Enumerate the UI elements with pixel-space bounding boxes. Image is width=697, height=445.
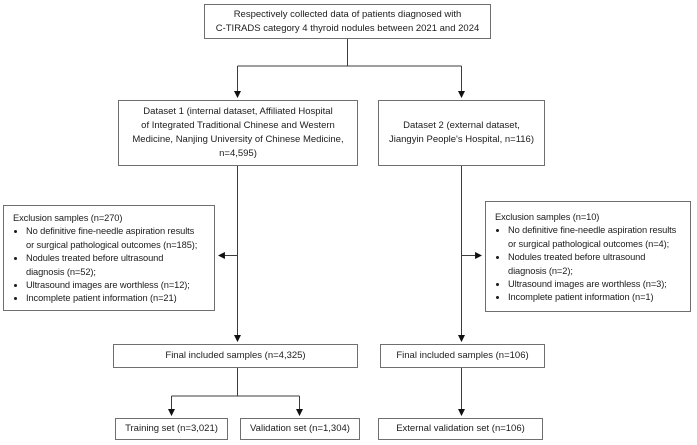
box-dataset1: Dataset 1 (internal dataset, Affiliated …	[118, 100, 358, 166]
exclusion-internal-list: No definitive fine-needle aspiration res…	[13, 225, 210, 305]
external-validation-set-text: External validation set (n=106)	[396, 423, 525, 434]
collected-data-text: Respectively collected data of patients …	[215, 8, 480, 34]
box-training-set: Training set (n=3,021)	[115, 418, 228, 440]
dataset1-text: Dataset 1 (internal dataset, Affiliated …	[132, 106, 344, 159]
exclusion-item: Incomplete patient information (n=21)	[26, 292, 210, 305]
final-external-text: Final included samples (n=106)	[396, 350, 529, 361]
box-exclusion-external: Exclusion samples (n=10) No definitive f…	[485, 201, 691, 312]
box-external-validation-set: External validation set (n=106)	[378, 418, 543, 440]
exclusion-item: Ultrasound images are worthless (n=3);	[508, 278, 686, 291]
exclusion-item: Incomplete patient information (n=1)	[508, 291, 686, 304]
exclusion-item: Nodules treated before ultrasound diagno…	[26, 252, 210, 279]
exclusion-external-title: Exclusion samples (n=10)	[495, 212, 600, 222]
exclusion-item: Nodules treated before ultrasound diagno…	[508, 251, 686, 278]
box-dataset2: Dataset 2 (external dataset, Jiangyin Pe…	[378, 100, 545, 166]
box-exclusion-internal: Exclusion samples (n=270) No definitive …	[3, 205, 215, 311]
exclusion-item: Ultrasound images are worthless (n=12);	[26, 279, 210, 292]
exclusion-item: No definitive fine-needle aspiration res…	[26, 225, 210, 252]
dataset2-text: Dataset 2 (external dataset, Jiangyin Pe…	[388, 120, 535, 145]
box-validation-set: Validation set (n=1,304)	[240, 418, 360, 440]
validation-set-text: Validation set (n=1,304)	[250, 423, 350, 434]
box-final-internal: Final included samples (n=4,325)	[113, 344, 358, 368]
box-final-external: Final included samples (n=106)	[380, 344, 545, 368]
exclusion-internal-title: Exclusion samples (n=270)	[13, 213, 123, 223]
exclusion-external-list: No definitive fine-needle aspiration res…	[495, 224, 686, 304]
box-collected-data: Respectively collected data of patients …	[204, 4, 491, 39]
final-internal-text: Final included samples (n=4,325)	[165, 350, 306, 361]
exclusion-item: No definitive fine-needle aspiration res…	[508, 224, 686, 251]
training-set-text: Training set (n=3,021)	[125, 423, 218, 434]
